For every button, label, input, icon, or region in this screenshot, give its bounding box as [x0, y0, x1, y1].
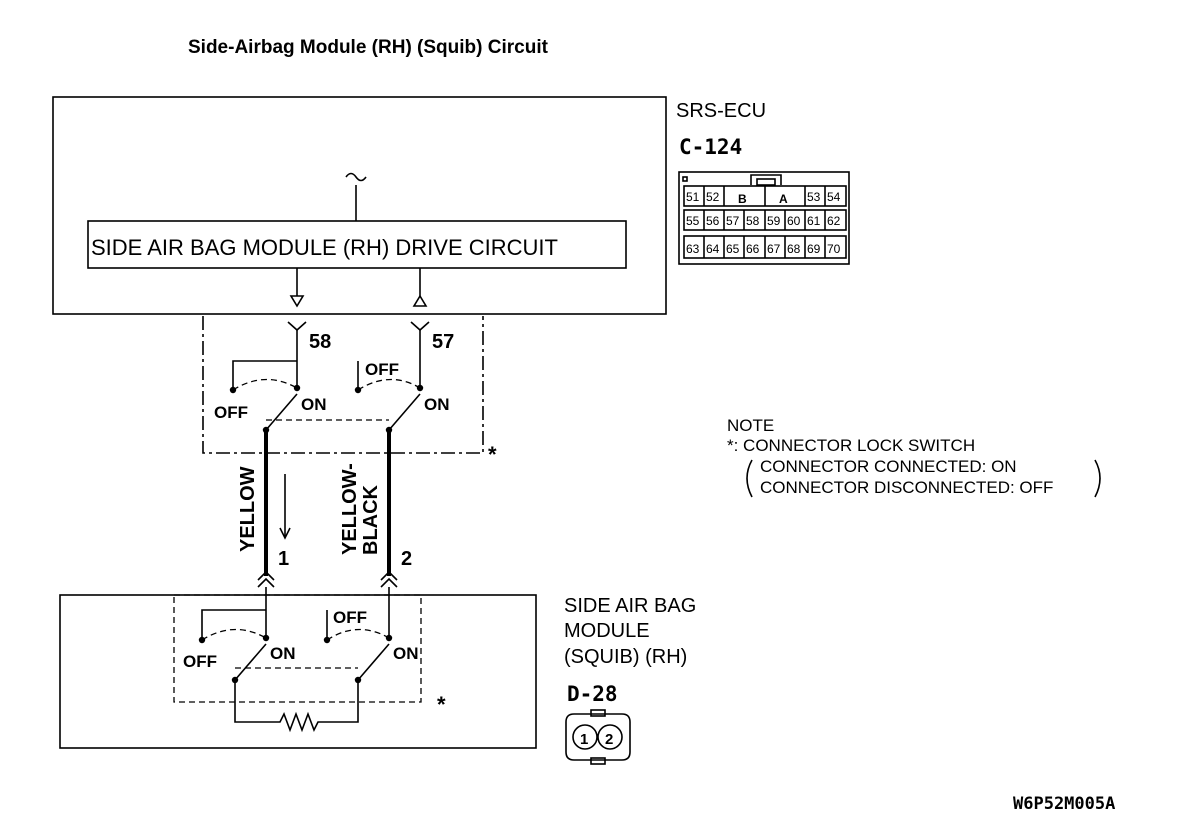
- svg-text:53: 53: [807, 190, 821, 204]
- module-label-line3: (SQUIB) (RH): [564, 646, 687, 668]
- svg-text:69: 69: [807, 242, 821, 256]
- switch-arc-upper-right: [357, 378, 421, 391]
- wire-2-color-line1: YELLOW-: [339, 463, 361, 555]
- wire-1-number: 1: [278, 548, 289, 570]
- svg-text:57: 57: [726, 214, 740, 228]
- svg-text:52: 52: [706, 190, 720, 204]
- svg-text:60: 60: [787, 214, 801, 228]
- svg-text:63: 63: [686, 242, 700, 256]
- squib-resistor-icon: [234, 680, 359, 733]
- module-label-line2: MODULE: [564, 620, 650, 642]
- note-header: NOTE: [727, 416, 774, 435]
- ecu-label: SRS-ECU: [676, 100, 766, 122]
- svg-text:A: A: [779, 192, 788, 206]
- drive-circuit-box: [87, 220, 627, 269]
- off-label-lower-right: OFF: [333, 608, 367, 627]
- module-connector-label: D-28: [567, 682, 618, 706]
- switch-blade-upper-left: [265, 393, 298, 431]
- switch-blade-lower-left: [234, 643, 267, 681]
- srs-ecu-box: [52, 96, 667, 315]
- lock-switch-enclosure-lower: [173, 594, 422, 703]
- connector-mark-pin-1: [257, 570, 275, 588]
- module-label-line1: SIDE AIR BAG: [564, 595, 696, 617]
- off-label-upper-left: OFF: [214, 403, 248, 422]
- on-label-upper-left: ON: [301, 395, 327, 414]
- note-bracket-left: [746, 459, 753, 498]
- off-label-upper-right: OFF: [365, 360, 399, 379]
- svg-text:51: 51: [686, 190, 700, 204]
- lock-switch-mark-upper: *: [488, 442, 497, 467]
- diagram-title: Side-Airbag Module (RH) (Squib) Circuit: [188, 37, 549, 58]
- note-line-1: *: CONNECTOR LOCK SWITCH: [727, 436, 975, 455]
- lock-switch-mark-lower: *: [437, 692, 446, 717]
- side-airbag-module-box: [59, 594, 537, 749]
- connector-mark-57: [410, 321, 430, 332]
- note-bracket-right: [1094, 459, 1101, 498]
- svg-text:70: 70: [827, 242, 841, 256]
- on-label-lower-left: ON: [270, 644, 296, 663]
- svg-text:68: 68: [787, 242, 801, 256]
- connector-mark-58: [287, 321, 307, 332]
- note-line-2: CONNECTOR CONNECTED: ON: [760, 457, 1017, 476]
- switch-blade-lower-right: [357, 643, 390, 681]
- svg-text:62: 62: [827, 214, 841, 228]
- on-label-lower-right: ON: [393, 644, 419, 663]
- drive-circuit-label: SIDE AIR BAG MODULE (RH) DRIVE CIRCUIT: [91, 235, 558, 260]
- c124-connector-icon: 51 52 B A 53 54 55 56 57 58 59 60 61 62 …: [678, 171, 850, 265]
- svg-text:61: 61: [807, 214, 821, 228]
- d28-pin-2: 2: [605, 731, 613, 748]
- svg-text:54: 54: [827, 190, 841, 204]
- wire-1-color: YELLOW: [237, 466, 259, 552]
- connector-mark-pin-2: [380, 570, 398, 588]
- switch-arc-upper-left: [232, 378, 298, 391]
- svg-text:66: 66: [746, 242, 760, 256]
- svg-text:65: 65: [726, 242, 740, 256]
- tilde-symbol: [345, 172, 367, 182]
- svg-text:55: 55: [686, 214, 700, 228]
- on-label-upper-right: ON: [424, 395, 450, 414]
- figure-code: W6P52M005A: [1013, 794, 1115, 814]
- svg-text:58: 58: [746, 214, 760, 228]
- input-triangle-icon: [412, 294, 428, 307]
- svg-text:59: 59: [767, 214, 781, 228]
- d28-pin-1: 1: [580, 731, 588, 748]
- switch-arc-lower-left: [201, 628, 267, 641]
- note-line-3: CONNECTOR DISCONNECTED: OFF: [760, 478, 1053, 497]
- wire-2-number: 2: [401, 548, 412, 570]
- d28-connector-icon: 1 2: [565, 709, 631, 765]
- terminal-58-label: 58: [309, 331, 331, 353]
- svg-text:56: 56: [706, 214, 720, 228]
- off-label-lower-left: OFF: [183, 652, 217, 671]
- wire-2-color-line2: BLACK: [360, 484, 382, 555]
- ecu-connector-label: C-124: [679, 135, 742, 159]
- svg-text:67: 67: [767, 242, 781, 256]
- output-triangle-icon: [289, 295, 305, 308]
- switch-blade-upper-right: [388, 393, 421, 431]
- svg-text:B: B: [738, 192, 747, 206]
- terminal-57-label: 57: [432, 331, 454, 353]
- switch-arc-lower-right: [326, 628, 390, 641]
- lock-switch-enclosure-upper: [202, 316, 484, 454]
- svg-text:64: 64: [706, 242, 720, 256]
